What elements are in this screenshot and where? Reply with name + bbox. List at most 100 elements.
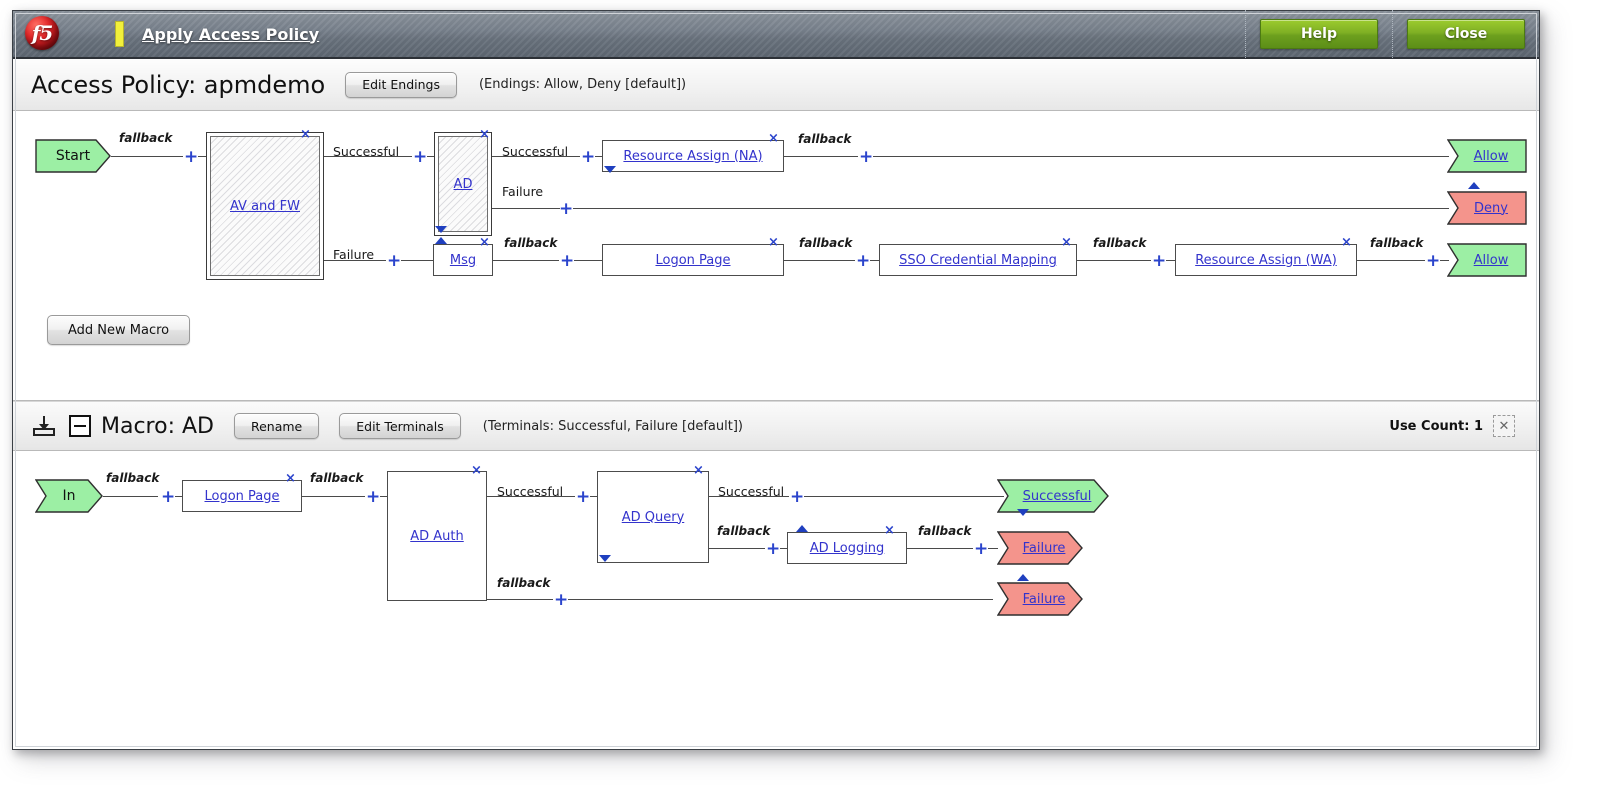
agent-node-resource-assign-na-label[interactable]: Resource Assign (NA) bbox=[623, 148, 763, 164]
policy-flow-canvas: Start fallback + AV and FW × Successful … bbox=[13, 111, 1539, 401]
macro-node-av-and-fw[interactable]: AV and FW bbox=[206, 132, 324, 280]
edge-segment-7 bbox=[1166, 260, 1175, 261]
delete-icon-ad[interactable]: × bbox=[479, 127, 490, 142]
macro-collapse-toggle-icon[interactable] bbox=[69, 415, 91, 437]
yellow-marker-icon bbox=[115, 21, 124, 47]
add-item-plus-9[interactable]: + bbox=[1152, 251, 1167, 271]
macro-edge-adauth-fallback bbox=[487, 599, 553, 600]
macro-node-ad[interactable]: AD bbox=[434, 132, 492, 236]
add-item-plus-4[interactable]: + bbox=[559, 199, 574, 219]
macro-agent-node-ad-query[interactable]: AD Query bbox=[597, 471, 709, 563]
edge-label-ad-failure: Failure bbox=[502, 184, 544, 199]
macro-move-up-icon-failure-bottom[interactable] bbox=[1017, 574, 1029, 581]
macro-delete-button[interactable]: ✕ bbox=[1493, 415, 1515, 437]
agent-node-msg[interactable]: Msg bbox=[433, 244, 493, 276]
add-item-plus-3[interactable]: + bbox=[581, 147, 596, 167]
edit-terminals-button[interactable]: Edit Terminals bbox=[339, 413, 461, 439]
agent-node-resource-assign-wa[interactable]: Resource Assign (WA) bbox=[1175, 244, 1357, 276]
agent-node-sso-credential-mapping-label[interactable]: SSO Credential Mapping bbox=[899, 252, 1057, 268]
edge-ra-na-fallback bbox=[784, 156, 858, 157]
macro-terminal-failure-top[interactable]: Failure bbox=[997, 531, 1083, 565]
edge-label-start-fallback: fallback bbox=[119, 131, 173, 145]
add-item-plus-7[interactable]: + bbox=[560, 251, 575, 271]
add-item-plus-8[interactable]: + bbox=[856, 251, 871, 271]
macro-add-item-plus-2[interactable]: + bbox=[366, 487, 381, 507]
add-new-macro-button[interactable]: Add New Macro bbox=[47, 315, 191, 345]
macro-agent-node-ad-logging[interactable]: AD Logging bbox=[787, 532, 907, 564]
macro-in-node[interactable]: In bbox=[35, 479, 103, 513]
move-up-icon-msg[interactable] bbox=[435, 237, 447, 244]
edge-label-avfw-successful: Successful bbox=[333, 144, 400, 159]
macro-node-av-and-fw-label[interactable]: AV and FW bbox=[229, 198, 300, 214]
titlebar-divider-2 bbox=[1392, 10, 1393, 58]
macro-add-item-plus-7[interactable]: + bbox=[974, 539, 989, 559]
macro-move-down-icon-successful[interactable] bbox=[1017, 509, 1029, 516]
add-item-plus-2[interactable]: + bbox=[413, 147, 428, 167]
macro-insert-icon[interactable] bbox=[33, 416, 55, 436]
macro-move-up-icon-ad-logging[interactable] bbox=[796, 525, 808, 532]
add-item-plus-10[interactable]: + bbox=[1426, 251, 1441, 271]
ending-node-allow-top[interactable]: Allow bbox=[1447, 139, 1527, 173]
edge-label-sso-fallback: fallback bbox=[1093, 236, 1147, 250]
macro-delete-icon-ad-auth[interactable]: × bbox=[471, 463, 482, 478]
edge-segment-6 bbox=[870, 260, 879, 261]
ending-node-allow-bottom[interactable]: Allow bbox=[1447, 243, 1527, 277]
macro-add-item-plus-3[interactable]: + bbox=[576, 487, 591, 507]
macro-terminal-successful[interactable]: Successful bbox=[997, 479, 1109, 513]
macro-edge-adlogging-fallback bbox=[907, 548, 973, 549]
f5-logo-icon: f5 bbox=[21, 13, 63, 55]
add-item-plus-1[interactable]: + bbox=[184, 147, 199, 167]
delete-icon-sso-credential-mapping[interactable]: × bbox=[1061, 235, 1072, 250]
macro-delete-icon-ad-query[interactable]: × bbox=[693, 463, 704, 478]
edge-segment-8 bbox=[1440, 260, 1449, 261]
start-node[interactable]: Start bbox=[35, 139, 111, 173]
delete-icon-msg[interactable]: × bbox=[479, 235, 490, 250]
edit-endings-button[interactable]: Edit Endings bbox=[345, 71, 457, 98]
agent-node-logon-page[interactable]: Logon Page bbox=[602, 244, 784, 276]
macro-agent-node-ad-auth[interactable]: AD Auth bbox=[387, 471, 487, 601]
delete-icon-resource-assign-na[interactable]: × bbox=[768, 131, 779, 146]
agent-node-logon-page-label[interactable]: Logon Page bbox=[655, 252, 731, 268]
delete-icon-logon-page[interactable]: × bbox=[768, 235, 779, 250]
agent-node-msg-label[interactable]: Msg bbox=[449, 252, 477, 268]
macro-edge-label-in-fallback: fallback bbox=[106, 471, 160, 485]
macro-edge-adquery-fallback bbox=[709, 548, 765, 549]
macro-add-item-plus-5[interactable]: + bbox=[790, 487, 805, 507]
agent-node-sso-credential-mapping[interactable]: SSO Credential Mapping bbox=[879, 244, 1077, 276]
f5-logo-text: f5 bbox=[31, 21, 54, 45]
move-down-icon-resource-assign-na[interactable] bbox=[604, 166, 616, 173]
edge-ra-wa-fallback bbox=[1357, 260, 1425, 261]
macro-agent-node-logon-page[interactable]: Logon Page bbox=[182, 480, 302, 512]
macro-delete-icon-logon-page[interactable]: × bbox=[285, 471, 296, 486]
ending-node-deny[interactable]: Deny bbox=[1447, 191, 1527, 225]
macro-agent-node-ad-query-label[interactable]: AD Query bbox=[621, 509, 685, 525]
macro-node-ad-label[interactable]: AD bbox=[453, 176, 473, 192]
macro-add-item-plus-6[interactable]: + bbox=[766, 539, 781, 559]
agent-node-resource-assign-wa-label[interactable]: Resource Assign (WA) bbox=[1195, 252, 1337, 268]
edge-avfw-failure bbox=[324, 260, 386, 261]
macro-flow-canvas: In fallback + Logon Page × fallback + AD… bbox=[13, 451, 1539, 749]
add-item-plus-6[interactable]: + bbox=[387, 251, 402, 271]
help-button[interactable]: Help bbox=[1260, 19, 1378, 49]
macro-delete-icon-ad-logging[interactable]: × bbox=[884, 523, 895, 538]
macro-agent-node-ad-auth-label[interactable]: AD Auth bbox=[410, 528, 464, 544]
macro-move-down-icon-ad-query[interactable] bbox=[599, 555, 611, 562]
macro-add-item-plus-4[interactable]: + bbox=[554, 590, 569, 610]
edge-sso-fallback bbox=[1077, 260, 1151, 261]
add-item-plus-5[interactable]: + bbox=[859, 147, 874, 167]
agent-node-resource-assign-na[interactable]: Resource Assign (NA) bbox=[602, 140, 784, 172]
macro-title: Macro: AD bbox=[101, 413, 214, 439]
macro-agent-node-logon-page-label[interactable]: Logon Page bbox=[204, 488, 280, 504]
macro-edge-adauth-to-failure-bottom bbox=[568, 599, 993, 600]
macro-terminal-failure-bottom[interactable]: Failure bbox=[997, 582, 1083, 616]
close-button[interactable]: Close bbox=[1407, 19, 1525, 49]
delete-icon-resource-assign-wa[interactable]: × bbox=[1341, 235, 1352, 250]
apply-access-policy-link[interactable]: Apply Access Policy bbox=[142, 24, 320, 44]
move-down-icon-ad[interactable] bbox=[435, 226, 447, 233]
macro-add-item-plus-1[interactable]: + bbox=[161, 487, 176, 507]
edge-segment-4 bbox=[401, 260, 434, 261]
delete-icon-av-and-fw[interactable]: × bbox=[300, 127, 311, 142]
macro-agent-node-ad-logging-label[interactable]: AD Logging bbox=[809, 540, 885, 556]
rename-button[interactable]: Rename bbox=[233, 413, 320, 439]
move-up-icon-deny[interactable] bbox=[1468, 182, 1480, 189]
